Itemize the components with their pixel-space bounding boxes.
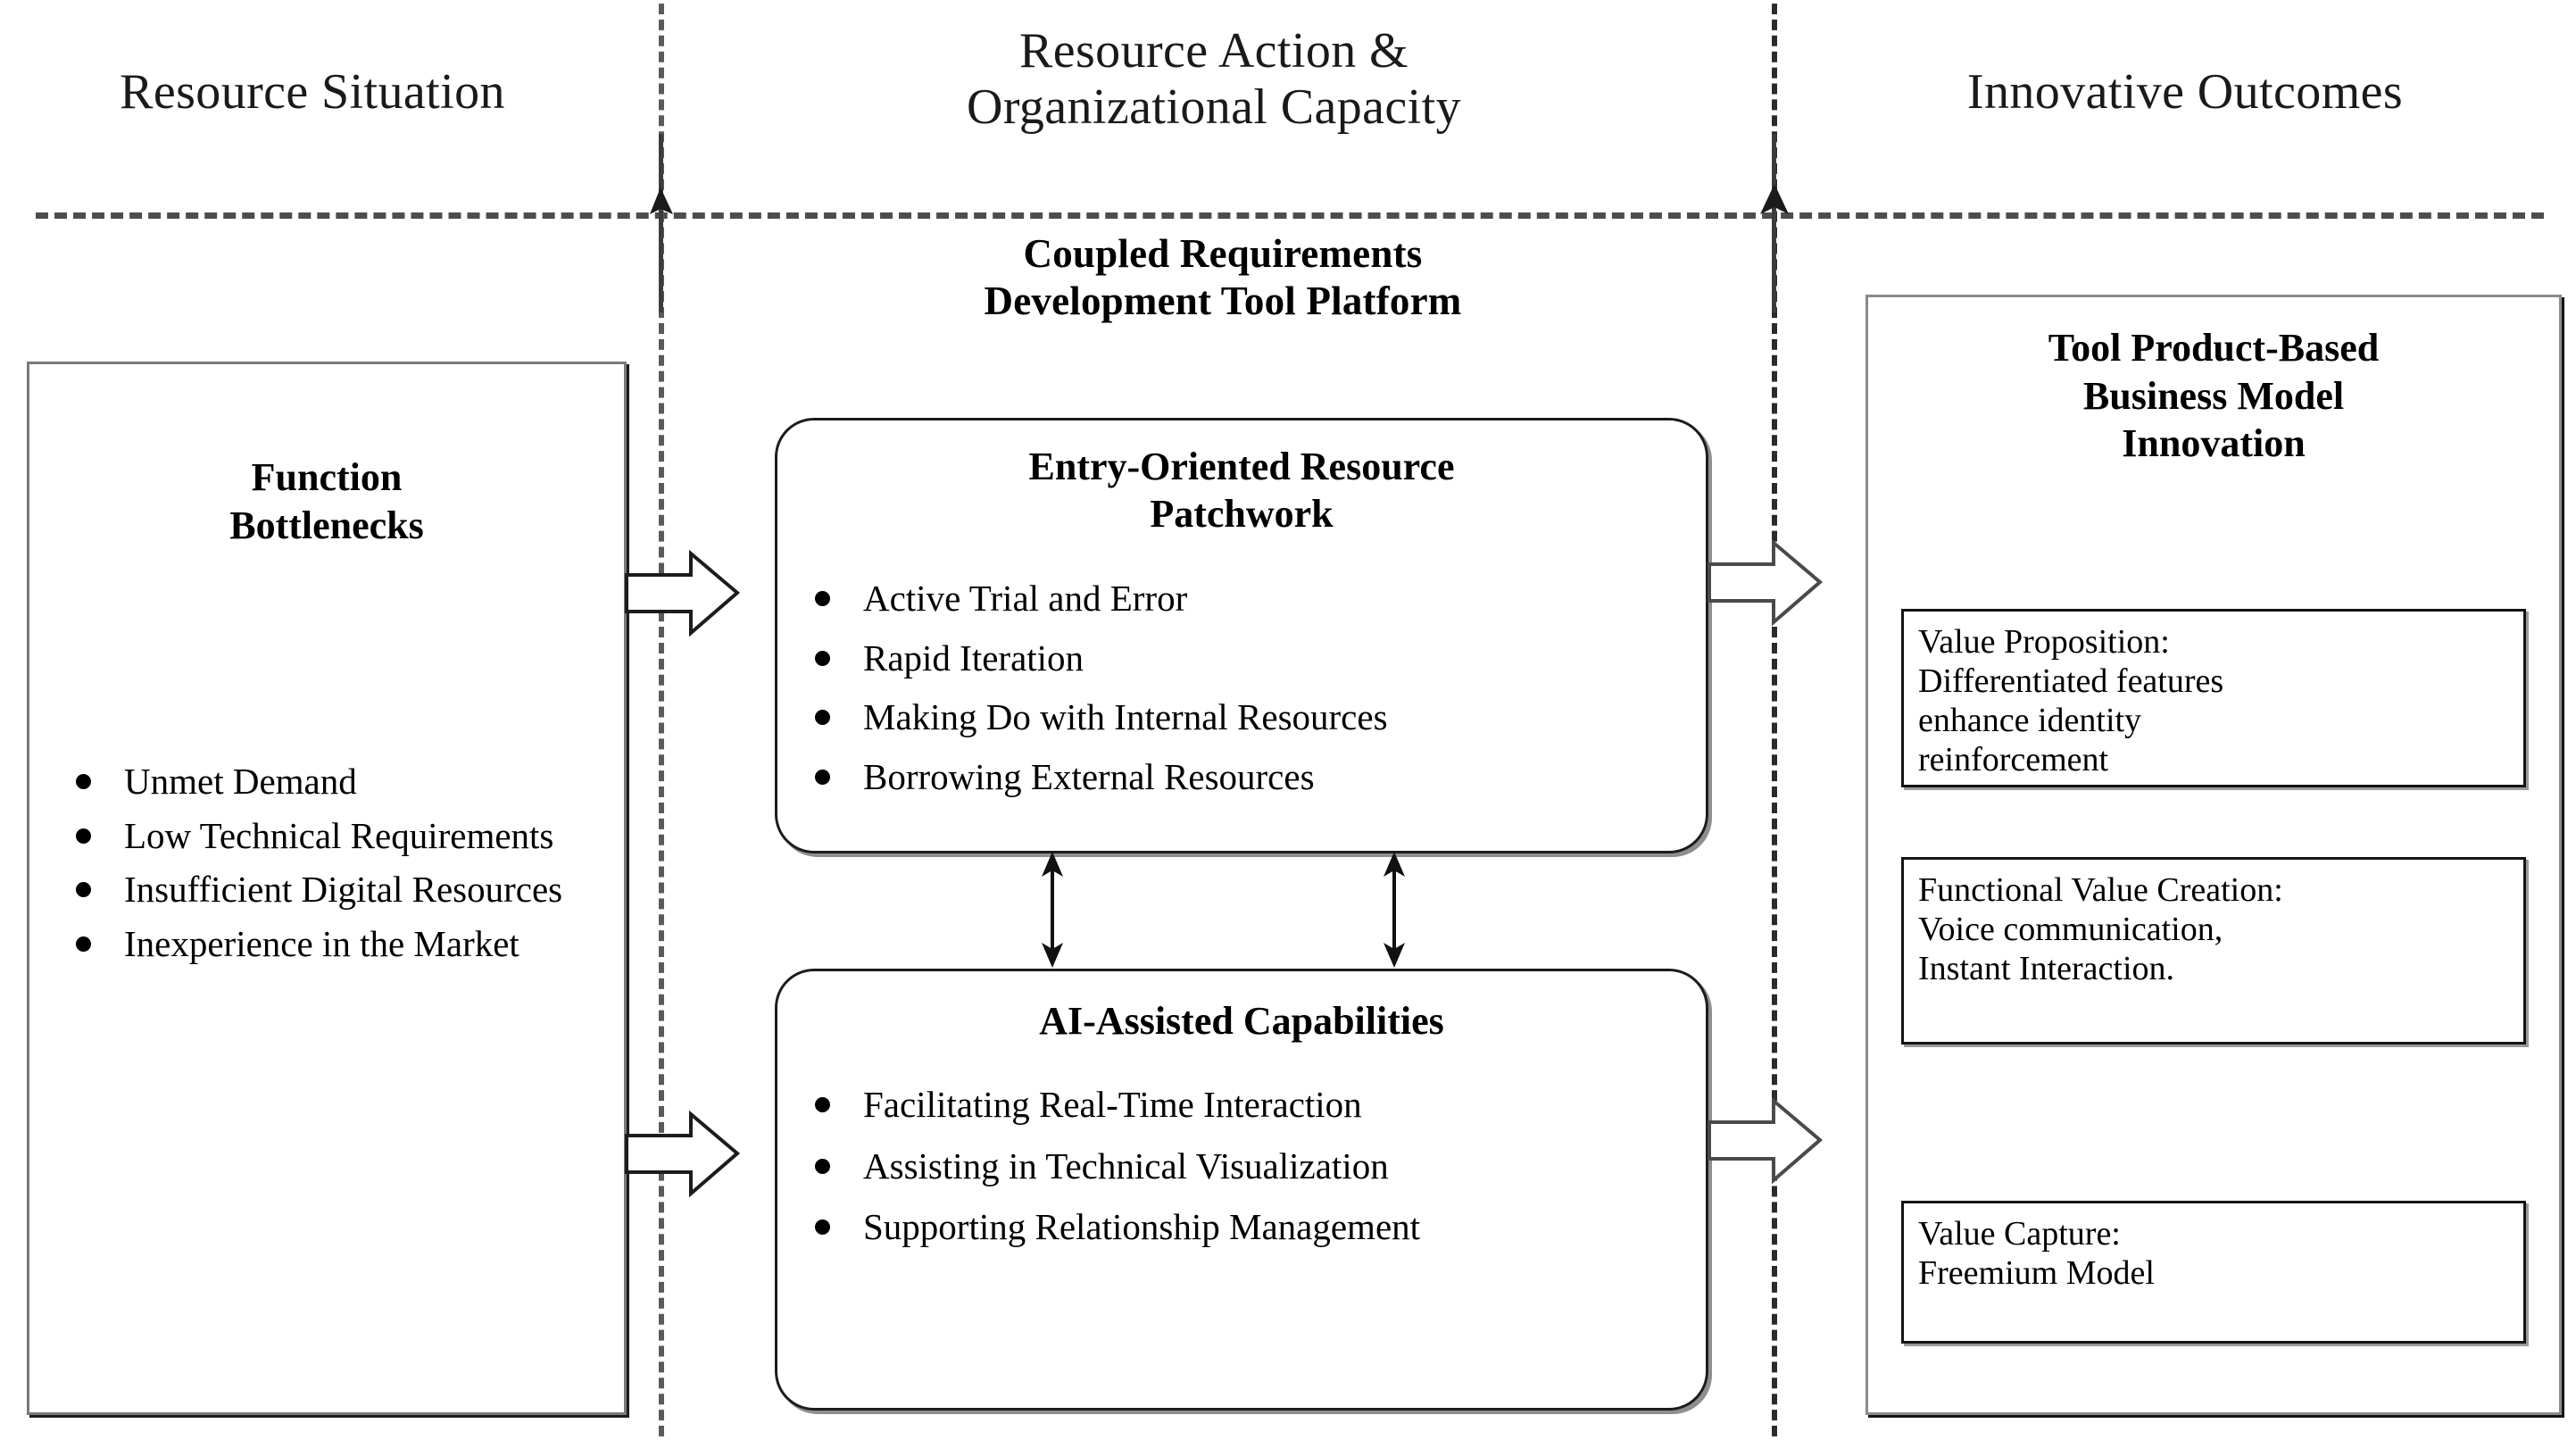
- double-headed-vertical-arrow-icon-left: [1042, 852, 1063, 968]
- platform-title: Coupled Requirements Development Tool Pl…: [984, 231, 1462, 324]
- block-arrow-right-icon-bottlenecks-to-patchwork: [625, 549, 741, 637]
- entry-oriented-resource-patchwork-list: Active Trial and Error Rapid Iteration M…: [785, 574, 1704, 812]
- vertical-dashed-divider-left: [659, 4, 664, 1436]
- function-bottlenecks-title: Function Bottlenecks: [229, 455, 424, 547]
- list-item: Facilitating Real-Time Interaction: [785, 1080, 1704, 1129]
- up-arrowhead-icon-left: [650, 187, 673, 214]
- entry-oriented-resource-patchwork-box: Entry-Oriented Resource Patchwork Active…: [775, 418, 1708, 853]
- list-item: Rapid Iteration: [785, 634, 1704, 683]
- function-bottlenecks-box: Function Bottlenecks Unmet Demand Low Te…: [27, 362, 627, 1415]
- list-item: Active Trial and Error: [785, 574, 1704, 623]
- list-item: Inexperience in the Market: [46, 920, 617, 969]
- block-arrow-right-icon-bottlenecks-to-ai: [625, 1110, 741, 1198]
- list-item: Supporting Relationship Management: [785, 1203, 1704, 1252]
- list-item: Low Technical Requirements: [46, 812, 617, 861]
- ai-assisted-capabilities-title: AI-Assisted Capabilities: [1039, 999, 1444, 1043]
- outcome-card-value-proposition: Value Proposition: Differentiated featur…: [1901, 609, 2526, 787]
- list-item: Borrowing External Resources: [785, 753, 1704, 802]
- ai-assisted-capabilities-list: Facilitating Real-Time Interaction Assis…: [785, 1080, 1704, 1264]
- outcome-card-value-capture: Value Capture: Freemium Model: [1901, 1201, 2526, 1344]
- column-header-resource-action-organizational-capacity: Resource Action & Organizational Capacit…: [967, 23, 1461, 135]
- tool-product-based-business-model-innovation-title: Tool Product-Based Business Model Innova…: [2048, 326, 2380, 466]
- list-item: Assisting in Technical Visualization: [785, 1142, 1704, 1191]
- outcome-card-functional-value-creation: Functional Value Creation: Voice communi…: [1901, 857, 2526, 1045]
- list-item: Making Do with Internal Resources: [785, 693, 1704, 742]
- block-arrow-right-icon-ai-to-outcomes: [1708, 1096, 1824, 1185]
- horizontal-dashed-divider: [36, 212, 2544, 219]
- list-item: Unmet Demand: [46, 757, 617, 806]
- double-headed-vertical-arrow-icon-right: [1384, 852, 1405, 968]
- divider-tick-right: [1772, 134, 1776, 312]
- divider-tick-left: [659, 134, 663, 312]
- list-item: Insufficient Digital Resources: [46, 865, 617, 914]
- ai-assisted-capabilities-box: AI-Assisted Capabilities Facilitating Re…: [775, 969, 1708, 1411]
- column-header-innovative-outcomes: Innovative Outcomes: [1966, 64, 2404, 120]
- up-arrowhead-icon: [1760, 184, 1789, 214]
- entry-oriented-resource-patchwork-title: Entry-Oriented Resource Patchwork: [1028, 445, 1455, 536]
- column-header-resource-situation: Resource Situation: [120, 64, 505, 120]
- block-arrow-right-icon-patchwork-to-outcomes: [1708, 538, 1824, 627]
- vertical-dashed-divider-right: [1772, 4, 1777, 1436]
- function-bottlenecks-list: Unmet Demand Low Technical Requirements …: [46, 757, 617, 973]
